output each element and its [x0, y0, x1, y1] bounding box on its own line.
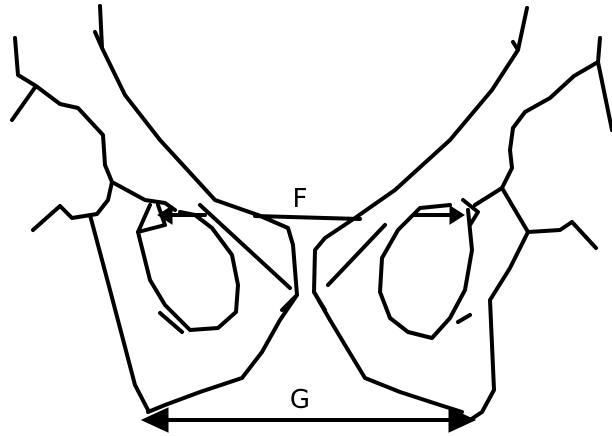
right-iliac-edge [475, 188, 502, 205]
right-foramen-inner-mark [458, 315, 470, 322]
right-pelvic-wall [470, 232, 528, 420]
label-g: G [290, 385, 310, 415]
left-ilium-outline [12, 38, 112, 230]
right-ilium-outline [502, 38, 612, 248]
right-inlet-line [328, 225, 385, 285]
right-inner-arrowhead [450, 206, 464, 224]
g-left-arrowhead [142, 408, 168, 432]
left-foramen-inner-mark [160, 313, 182, 332]
right-obturator-foramen [380, 205, 472, 338]
label-f: F [293, 184, 308, 214]
